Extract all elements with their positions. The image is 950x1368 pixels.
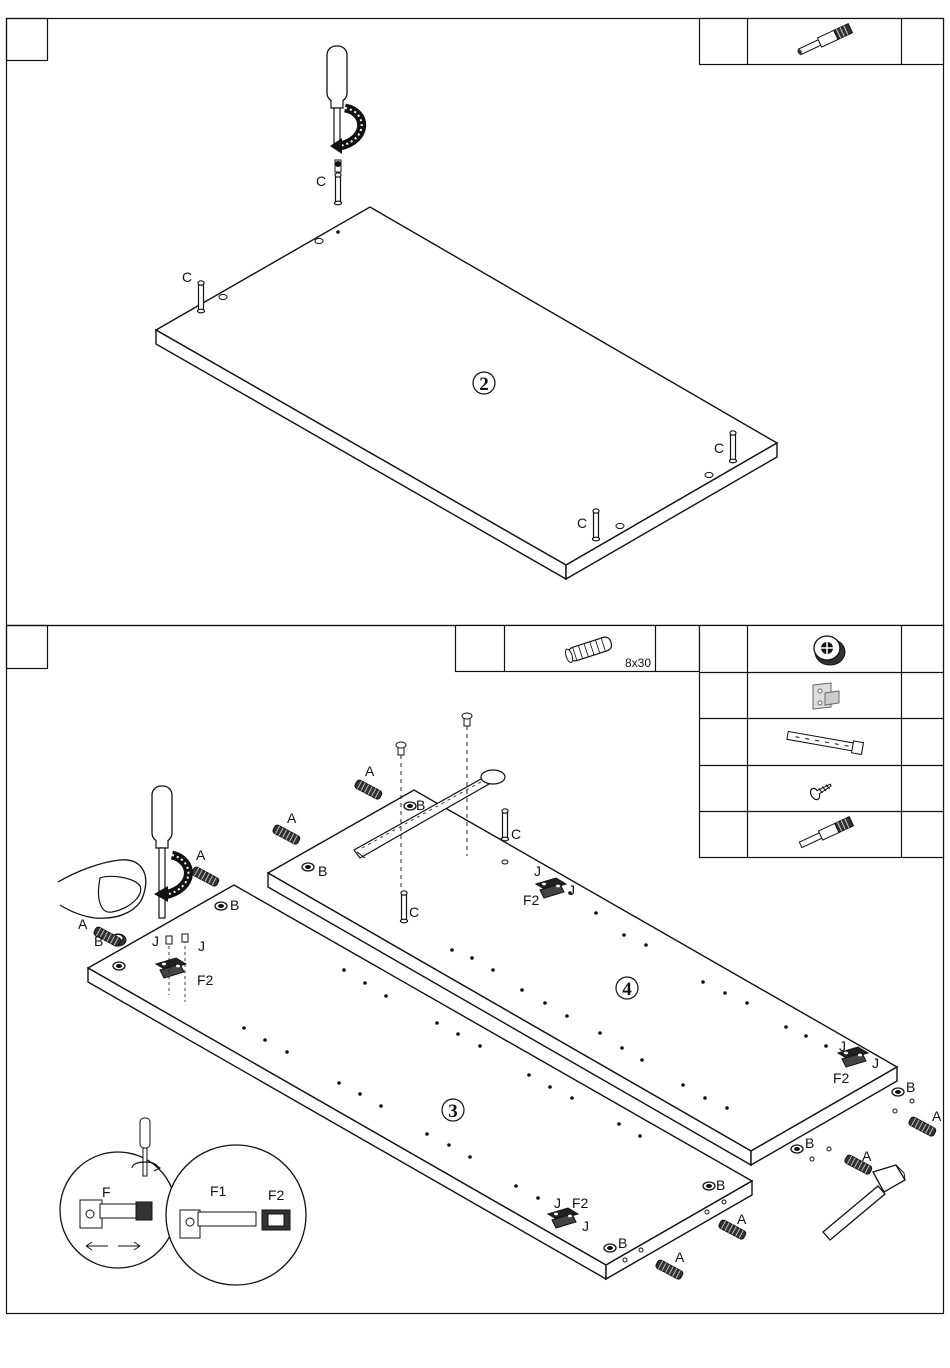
cam-pin-2 [729, 431, 736, 463]
svg-text:B: B [94, 933, 103, 949]
svg-text:F: F [102, 1184, 111, 1200]
svg-text:F1: F1 [210, 1183, 227, 1199]
svg-text:A: A [862, 1148, 872, 1164]
step1-parts-table [700, 19, 944, 65]
svg-text:F2: F2 [572, 1195, 589, 1211]
svg-text:J: J [872, 1055, 879, 1071]
svg-text:F2: F2 [833, 1070, 850, 1086]
svg-text:4: 4 [622, 979, 632, 1000]
svg-text:2: 2 [479, 374, 489, 395]
panel-4-number: 4 [616, 977, 638, 1000]
svg-text:A: A [196, 847, 206, 863]
svg-text:A: A [737, 1211, 747, 1227]
svg-text:B: B [906, 1079, 915, 1095]
svg-text:A: A [365, 763, 375, 779]
svg-text:J: J [198, 938, 205, 954]
svg-text:C: C [511, 826, 521, 842]
hammer-icon [823, 1165, 905, 1240]
svg-text:J: J [554, 1195, 561, 1211]
dowel-parts-table: 8x30 [456, 626, 700, 672]
hinge-detail-left [60, 1152, 176, 1268]
cam-pin-panel4-b [400, 891, 407, 923]
svg-text:F2: F2 [197, 972, 214, 988]
panel-2: 2 [156, 207, 777, 579]
svg-text:B: B [318, 863, 327, 879]
cam-pin-3 [592, 509, 599, 541]
svg-text:B: B [618, 1235, 627, 1251]
svg-text:J: J [568, 882, 575, 898]
label-c-2: C [714, 440, 724, 456]
label-c-driven: C [316, 173, 326, 189]
dowel-size: 8x30 [625, 656, 651, 670]
step2-parts-table [700, 626, 944, 858]
panel-3-number: 3 [442, 1099, 464, 1122]
svg-text:F2: F2 [268, 1187, 285, 1203]
svg-text:B: B [716, 1177, 725, 1193]
step1-number-box [7, 19, 48, 61]
svg-text:3: 3 [448, 1101, 458, 1122]
svg-text:A: A [78, 916, 88, 932]
svg-text:C: C [409, 904, 419, 920]
svg-text:A: A [932, 1108, 942, 1124]
cam-pin-1 [197, 281, 204, 313]
svg-text:B: B [230, 897, 239, 913]
svg-text:F2: F2 [523, 892, 540, 908]
svg-text:A: A [287, 810, 297, 826]
cam-pin-driven [334, 173, 341, 205]
svg-text:J: J [152, 933, 159, 949]
screwdriver-icon [327, 46, 362, 154]
cam-pin-panel4-a [501, 809, 508, 841]
svg-text:J: J [839, 1038, 846, 1054]
screwdriver-icon-2 [152, 786, 188, 918]
svg-text:J: J [534, 863, 541, 879]
hand-icon [58, 860, 146, 918]
svg-text:A: A [675, 1249, 685, 1265]
step2-number-box [7, 626, 48, 669]
svg-text:B: B [805, 1135, 814, 1151]
svg-text:J: J [582, 1218, 589, 1234]
svg-text:B: B [416, 797, 425, 813]
panel-2-number: 2 [473, 372, 495, 395]
hinge-detail-right [166, 1145, 306, 1285]
label-c-1: C [182, 269, 192, 285]
label-c-3: C [577, 515, 587, 531]
